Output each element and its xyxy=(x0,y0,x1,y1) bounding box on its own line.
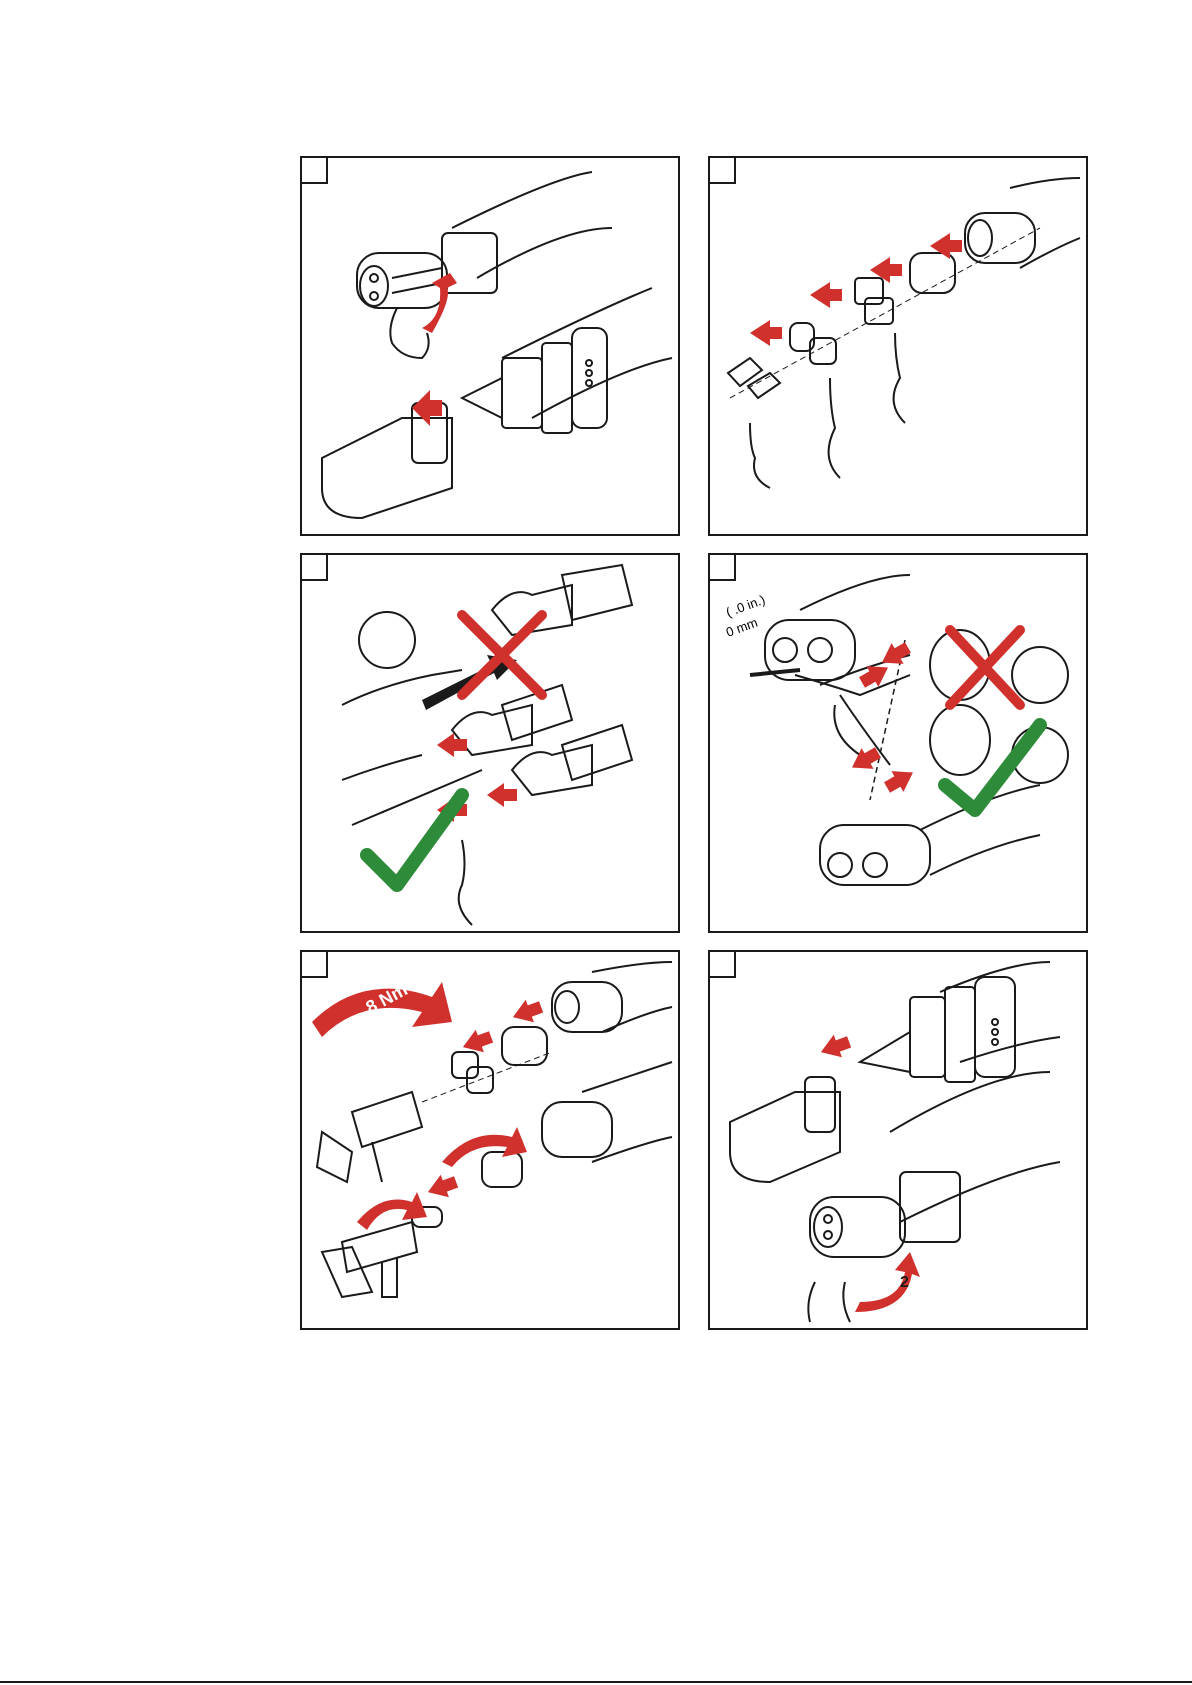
disassemble-torch-illustration xyxy=(302,158,678,534)
tighten-parts-illustration: 8 Nm xyxy=(302,952,678,1328)
step-panel-5: 8 Nm xyxy=(300,950,680,1330)
reassemble-torch-illustration: 2 xyxy=(710,952,1086,1328)
step-number-box xyxy=(302,555,328,581)
step-number-box xyxy=(710,158,736,184)
torque-label: 8 Nm xyxy=(362,979,410,1017)
step-panel-1 xyxy=(300,156,680,536)
step-panel-2 xyxy=(708,156,1088,536)
step-number-box xyxy=(710,952,736,978)
step-panel-6: 2 xyxy=(708,950,1088,1330)
liner-length-inch-label: ( .0 in.) xyxy=(724,592,767,620)
rotation-step-label: 2 xyxy=(900,1274,909,1291)
footer-rule xyxy=(0,1681,1192,1683)
cut-liner-illustration: ( .0 in.) 0 mm xyxy=(710,555,1086,931)
step-number-box xyxy=(302,952,328,978)
step-panel-3 xyxy=(300,553,680,933)
step-number-box xyxy=(710,555,736,581)
remove-nozzle-parts-illustration xyxy=(710,158,1086,534)
step-panel-4: ( .0 in.) 0 mm xyxy=(708,553,1088,933)
step-number-box xyxy=(302,158,328,184)
insert-liner-illustration xyxy=(302,555,678,931)
